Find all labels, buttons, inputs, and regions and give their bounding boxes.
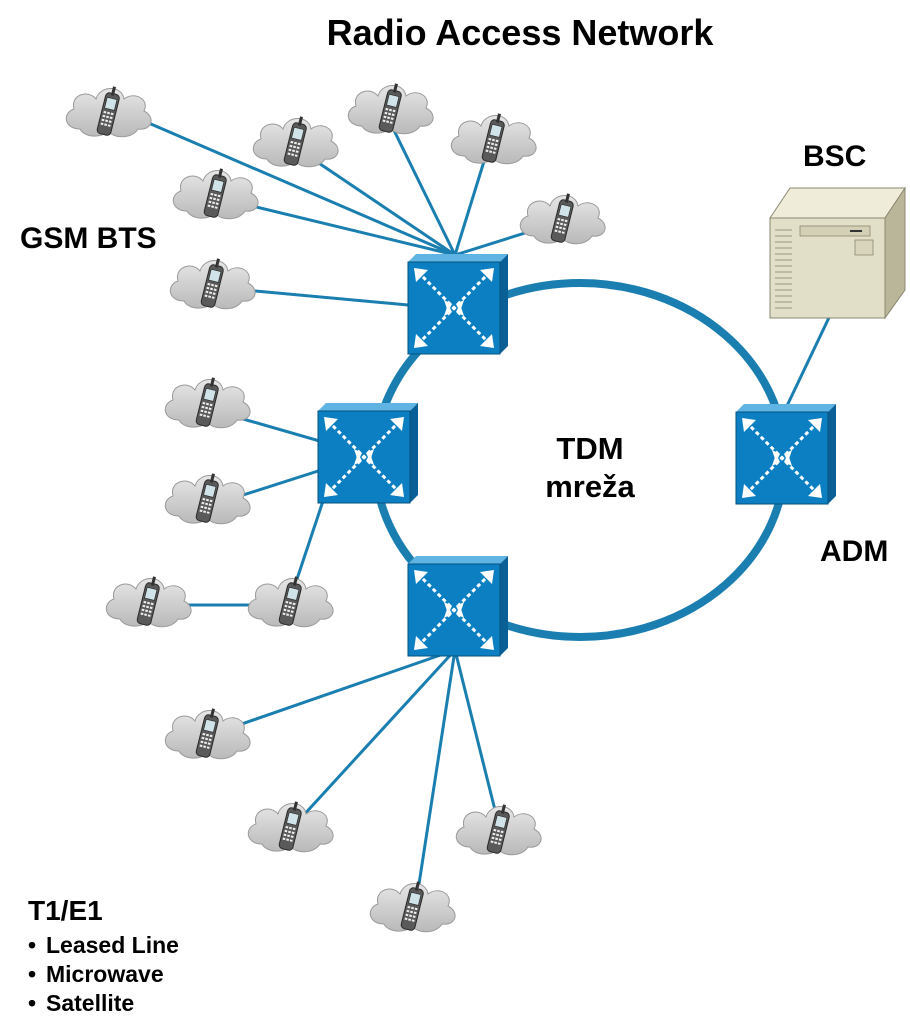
link [129, 113, 456, 257]
tdm-label-line1: TDM [556, 431, 624, 466]
phone-cloud-icon [164, 375, 251, 429]
legend-item-label: Leased Line [46, 932, 179, 958]
tdm-ring-label: TDM mreža [530, 430, 650, 506]
bsc-label: BSC [803, 140, 867, 173]
phone-cloud-icon [164, 471, 251, 525]
phone-cloud-icon [369, 879, 456, 933]
tdm-switch-icon [316, 401, 420, 505]
phone-cloud-icon [65, 84, 152, 138]
tdm-label-line2: mreža [545, 469, 635, 504]
phone-cloud-icon [347, 81, 434, 135]
link [783, 304, 837, 411]
phone-cloud-icon [247, 574, 334, 628]
legend-item-label: Microwave [46, 961, 164, 987]
legend-item: • Leased Line [28, 931, 179, 960]
adm-label: ADM [820, 535, 889, 568]
bullet: • [28, 932, 37, 958]
bullet: • [28, 990, 37, 1016]
link [413, 649, 457, 911]
link [383, 111, 457, 256]
legend-heading: T1/E1 [28, 895, 103, 926]
phone-cloud-icon [247, 799, 334, 853]
phone-cloud-icon [105, 574, 192, 628]
legend-item-label: Satellite [46, 990, 135, 1016]
link [453, 649, 502, 831]
phone-cloud-icon [519, 191, 606, 245]
phone-cloud-icon [172, 166, 259, 220]
phone-cloud-icon [169, 256, 256, 310]
bsc-server-icon [769, 186, 906, 320]
phone-cloud-icon [450, 111, 537, 165]
diagram-title: Radio Access Network [326, 12, 714, 53]
link [288, 648, 457, 832]
tdm-switch-icon [406, 554, 510, 658]
legend-item: • Satellite [28, 989, 179, 1018]
legend-item: • Microwave [28, 960, 179, 989]
bts-sites [65, 81, 606, 933]
legend-list: • Leased Line • Microwave • Satellite [28, 931, 179, 1018]
phone-cloud-icon [164, 706, 251, 760]
link [209, 648, 456, 737]
phone-cloud-icon [252, 114, 339, 168]
tdm-switch-icon [406, 252, 510, 356]
bullet: • [28, 961, 37, 987]
link [294, 145, 456, 257]
phone-cloud-icon [455, 802, 542, 856]
gsm-bts-label: GSM BTS [20, 222, 157, 255]
adm-switch-icon [734, 402, 838, 506]
link-types-legend: T1/E1 • Leased Line • Microwave • Satellite [28, 895, 179, 1018]
